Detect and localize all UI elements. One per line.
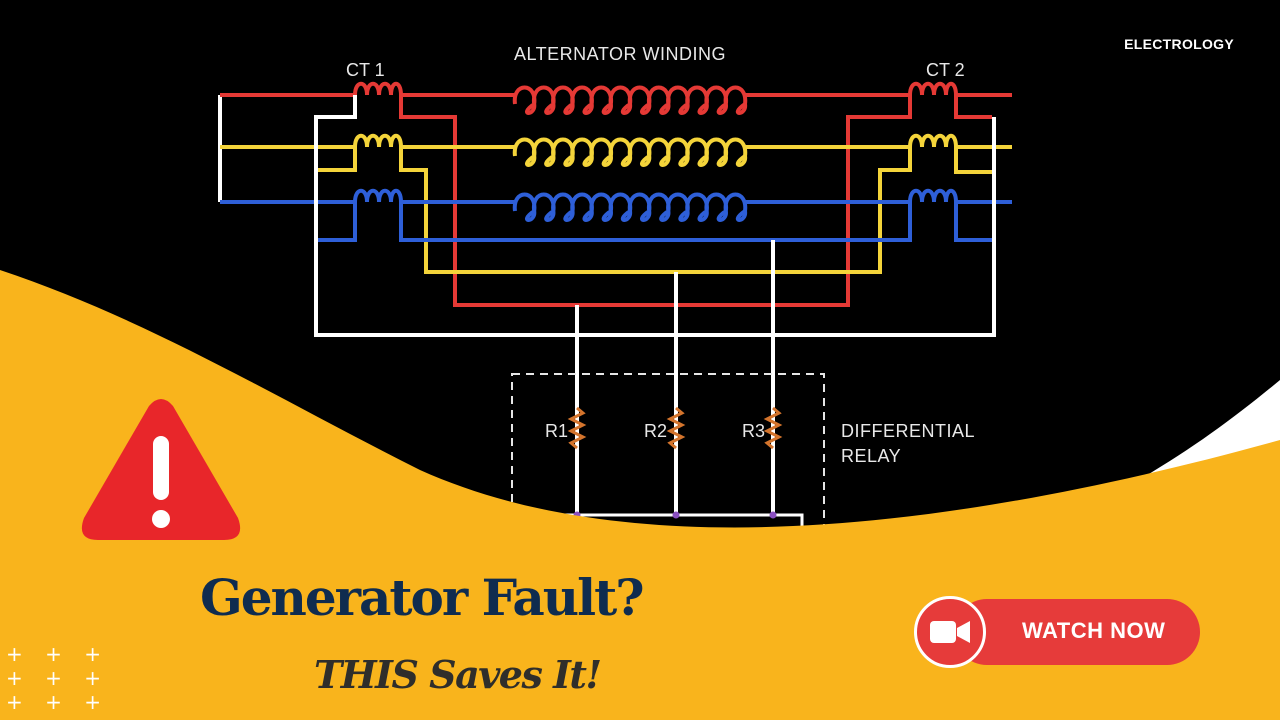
resistor-r2 [666,406,686,450]
winding-title: ALTERNATOR WINDING [514,44,726,64]
warning-triangle-icon [78,398,244,550]
resistor-r1 [567,406,587,450]
yellow-winding-coil [512,137,748,167]
circuit-diagram: ALTERNATOR WINDING CT 1 CT 2 R1 R2 R3 DI… [218,44,1012,575]
relay-label-line2: RELAY [841,446,901,466]
r3-label: R3 [742,421,765,441]
headline: Generator Fault? [200,568,645,627]
ct1-label: CT 1 [346,60,385,80]
junction-dot [769,511,777,519]
resistor-r3 [763,406,783,450]
watch-now-pill [954,599,1200,665]
differential-relay-box [511,373,825,575]
plus-grid-icon: + + ++ + ++ + + [6,642,109,714]
r2-label: R2 [644,421,667,441]
subline: THIS Saves It! [314,652,602,697]
yellow-phase [220,133,1012,274]
relay-label-line1: DIFFERENTIAL [841,421,975,441]
watch-now-button[interactable]: WATCH NOW [914,596,1202,668]
ct2-label: CT 2 [926,60,965,80]
blue-phase [220,188,1012,242]
neutral-loop [314,95,996,515]
video-camera-icon [914,596,986,668]
watch-now-label: WATCH NOW [1022,618,1166,643]
r1-label: R1 [545,421,568,441]
red-phase [220,81,1012,307]
red-winding-coil [512,85,748,115]
junction-dot [672,511,680,519]
blue-winding-coil [512,192,748,222]
brand-logo: ELECTROLOGY [1124,36,1234,52]
